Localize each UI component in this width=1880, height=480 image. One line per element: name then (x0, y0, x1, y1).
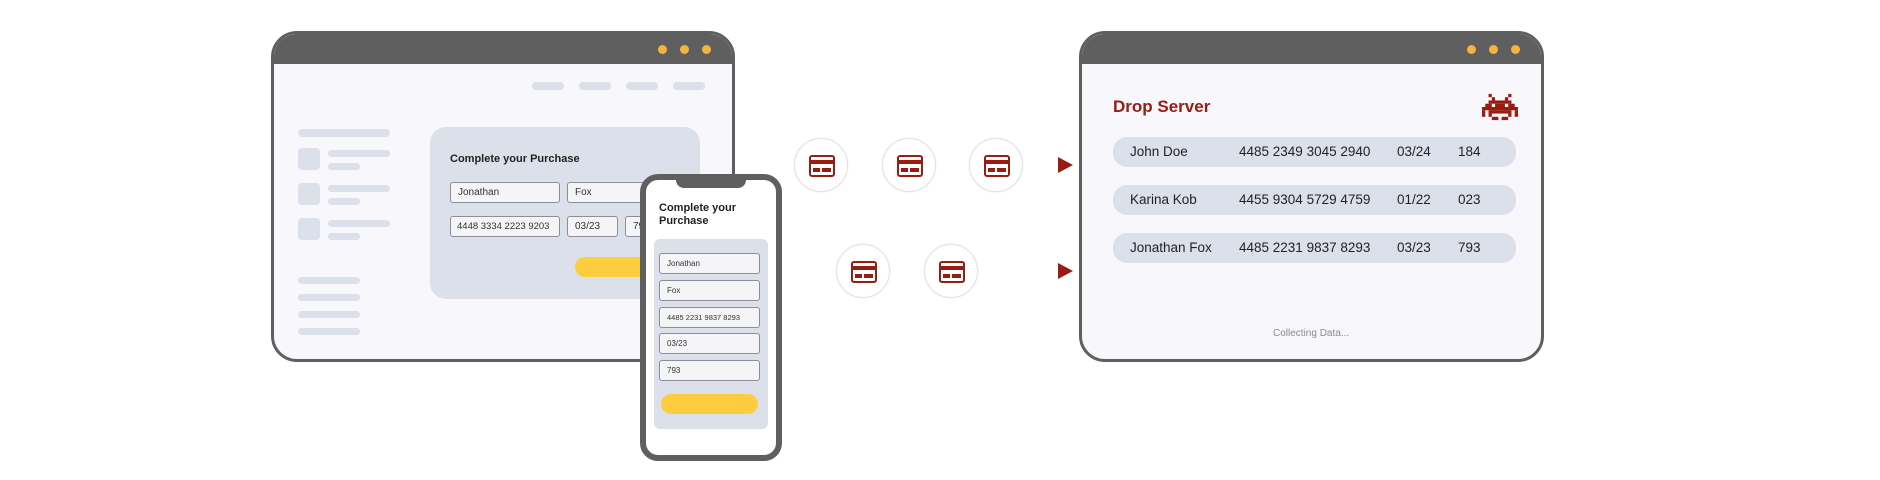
window-dot (1489, 45, 1498, 54)
mobile-expiry-field[interactable]: 03/23 (659, 333, 760, 354)
record-card-number: 4485 2231 9837 8293 (1239, 240, 1371, 255)
window-titlebar (1082, 34, 1541, 64)
record-name: Jonathan Fox (1130, 240, 1212, 255)
phone-notch (676, 180, 746, 188)
stolen-card-bubble (794, 138, 848, 192)
stolen-card-bubble (969, 138, 1023, 192)
sidebar-placeholder (298, 129, 390, 137)
sidebar-placeholder (298, 277, 360, 284)
window-dot (1467, 45, 1476, 54)
window-dot (1511, 45, 1520, 54)
window-dot (680, 45, 689, 54)
mobile-checkout-card: Jonathan Fox 4485 2231 9837 8293 03/23 7… (654, 239, 768, 429)
mobile-cvv-field[interactable]: 793 (659, 360, 760, 381)
collecting-status: Collecting Data... (1273, 328, 1350, 339)
record-cvv: 184 (1458, 144, 1481, 159)
record-cvv: 023 (1458, 192, 1481, 207)
nav-placeholder (579, 82, 611, 90)
stolen-card-bubble (836, 244, 890, 298)
sidebar-thumb-placeholder (298, 148, 320, 170)
record-expiry: 03/23 (1397, 240, 1431, 255)
nav-placeholder (673, 82, 705, 90)
stolen-record-row: John Doe 4485 2349 3045 2940 03/24 184 (1113, 137, 1516, 167)
card-number-field[interactable]: 4448 3334 2223 9203 (450, 216, 560, 237)
mobile-checkout-title: Complete your Purchase (659, 202, 737, 227)
mobile-last-name-field[interactable]: Fox (659, 280, 760, 301)
stolen-record-row: Jonathan Fox 4485 2231 9837 8293 03/23 7… (1113, 233, 1516, 263)
sidebar-placeholder (328, 220, 390, 227)
mobile-first-name-field[interactable]: Jonathan (659, 253, 760, 274)
window-titlebar (274, 34, 732, 64)
server-title: Drop Server (1113, 97, 1211, 116)
record-cvv: 793 (1458, 240, 1481, 255)
sidebar-placeholder (298, 328, 360, 335)
nav-placeholder (532, 82, 564, 90)
sidebar-placeholder (298, 311, 360, 318)
window-dot (702, 45, 711, 54)
record-card-number: 4455 9304 5729 4759 (1239, 192, 1371, 207)
sidebar-placeholder (328, 233, 360, 240)
drop-server-window: Drop Server John Doe 4485 2349 3045 2940… (1079, 31, 1544, 362)
window-dot (658, 45, 667, 54)
sidebar-thumb-placeholder (298, 183, 320, 205)
record-name: Karina Kob (1130, 192, 1197, 207)
sidebar-placeholder (298, 294, 360, 301)
mobile-card-number-field[interactable]: 4485 2231 9837 8293 (659, 307, 760, 328)
credit-card-icon (897, 155, 923, 177)
record-expiry: 03/24 (1397, 144, 1431, 159)
nav-placeholder (626, 82, 658, 90)
first-name-field[interactable]: Jonathan (450, 182, 560, 203)
checkout-title: Complete your Purchase (450, 153, 580, 165)
record-expiry: 01/22 (1397, 192, 1431, 207)
sidebar-thumb-placeholder (298, 218, 320, 240)
stolen-card-bubble (924, 244, 978, 298)
sidebar-placeholder (328, 185, 390, 192)
desktop-browser-window: Complete your Purchase Jonathan Fox 4448… (271, 31, 735, 362)
mobile-phone: Complete your Purchase Jonathan Fox 4485… (640, 174, 782, 461)
stolen-record-row: Karina Kob 4455 9304 5729 4759 01/22 023 (1113, 185, 1516, 215)
credit-card-icon (851, 261, 877, 283)
record-name: John Doe (1130, 144, 1188, 159)
sidebar-placeholder (328, 163, 360, 170)
stolen-card-bubble (882, 138, 936, 192)
mobile-purchase-button[interactable] (661, 394, 758, 414)
credit-card-icon (939, 261, 965, 283)
credit-card-icon (809, 155, 835, 177)
record-card-number: 4485 2349 3045 2940 (1239, 144, 1371, 159)
credit-card-icon (984, 155, 1010, 177)
sidebar-placeholder (328, 198, 360, 205)
expiry-field[interactable]: 03/23 (567, 216, 618, 237)
sidebar-placeholder (328, 150, 390, 157)
space-invader-icon (1482, 93, 1518, 121)
